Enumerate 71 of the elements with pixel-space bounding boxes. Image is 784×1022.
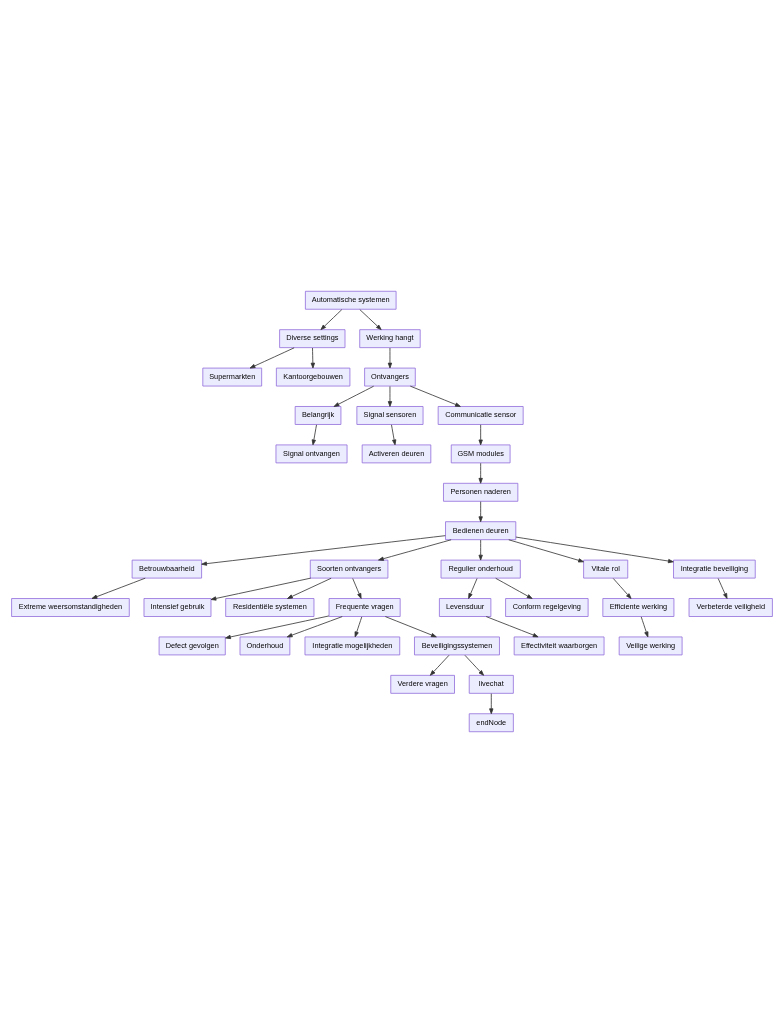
- arrow: [409, 385, 461, 407]
- arrow: [478, 500, 483, 522]
- node-box: livechat: [468, 674, 514, 694]
- arrow: [352, 577, 362, 599]
- node-box: Kantoorgebouwen: [275, 367, 351, 386]
- node-box: Levensduur: [439, 597, 492, 617]
- node-box: Veilige werking: [618, 636, 683, 655]
- node-box: Onderhoud: [239, 636, 291, 655]
- arrow: [384, 615, 437, 637]
- node-box: Signal ontvangen: [275, 444, 348, 463]
- node-box: Integratie mogelijkheden: [304, 636, 401, 655]
- arrow: [429, 654, 450, 676]
- node-box: Extreme weersomstandigheden: [11, 597, 130, 617]
- arrow: [612, 577, 632, 599]
- node-box: Conform regelgeving: [505, 597, 589, 617]
- arrow: [287, 577, 332, 599]
- arrow: [210, 577, 312, 601]
- arrow: [359, 308, 382, 330]
- arrow: [286, 615, 343, 637]
- arrow: [478, 539, 483, 560]
- arrow: [640, 615, 649, 637]
- node-box: Beveiligingssystemen: [414, 636, 500, 655]
- node-box: Activeren deuren: [361, 444, 432, 463]
- node-box: Betrouwbaarheid: [131, 559, 202, 578]
- arrow: [311, 423, 317, 445]
- node-box: Supermarkten: [202, 367, 263, 386]
- node-box: Integratie beveiliging: [673, 559, 756, 578]
- node-box: Vitale rol: [583, 559, 629, 578]
- arrow: [495, 577, 533, 599]
- node-box: Bedienen deuren: [445, 520, 517, 540]
- node-box: Belangrijk: [294, 405, 342, 425]
- node-box: Verdere vragen: [390, 674, 455, 694]
- node-box: Efficiente werking: [602, 597, 675, 617]
- node-box: Communicatie sensor: [437, 405, 524, 425]
- arrow: [378, 538, 452, 561]
- arrow: [478, 462, 483, 484]
- node-box: Residentiële systemen: [225, 597, 315, 617]
- arrow: [485, 615, 539, 637]
- arrow: [320, 308, 343, 330]
- node-box: Ontvangers: [364, 367, 416, 386]
- node-box: Regulier onderhoud: [440, 559, 521, 578]
- arrow: [464, 654, 485, 676]
- arrow: [310, 347, 315, 368]
- node-box: Automatische systemen: [304, 290, 397, 310]
- node-box: Werking hangt: [359, 328, 421, 348]
- arrow: [249, 346, 295, 368]
- arrow: [478, 423, 483, 445]
- arrow: [717, 577, 728, 599]
- arrow: [508, 538, 584, 562]
- node-box: Intensief gebruik: [143, 597, 212, 617]
- node-box: Verbeterde veiligheid: [688, 597, 773, 617]
- arrow: [91, 577, 146, 599]
- arrow: [225, 615, 330, 639]
- node-box: Frequente vragen: [328, 597, 401, 617]
- arrow: [391, 423, 397, 445]
- arrow: [387, 385, 393, 407]
- node-box: endNode: [468, 712, 514, 732]
- arrow: [468, 577, 478, 599]
- arrow: [489, 692, 494, 714]
- arrow: [201, 534, 446, 566]
- arrow: [354, 615, 363, 637]
- arrow: [333, 385, 375, 407]
- node-box: Defect gevolgen: [158, 636, 226, 655]
- node-box: Diverse settings: [279, 328, 346, 348]
- node-box: Personen naderen: [443, 482, 519, 502]
- arrow: [387, 347, 393, 368]
- node-box: Soorten ontvangers: [309, 559, 389, 578]
- node-box: GSM modules: [450, 444, 511, 463]
- arrow: [515, 536, 674, 563]
- node-box: Signal sensoren: [356, 405, 424, 425]
- node-box: Effectiviteit waarborgen: [513, 636, 605, 655]
